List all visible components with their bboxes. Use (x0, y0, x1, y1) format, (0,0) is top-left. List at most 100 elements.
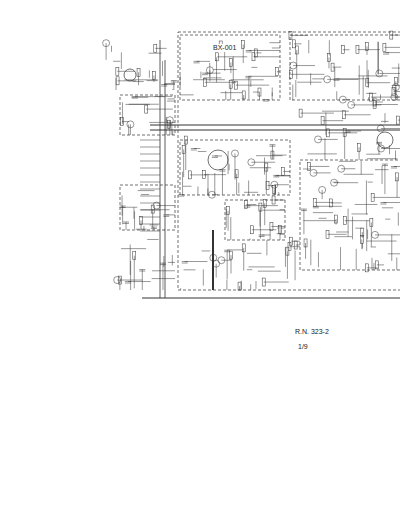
wire (141, 194, 149, 195)
wire (256, 52, 261, 53)
wire (134, 256, 135, 289)
transistor-symbol (231, 150, 238, 157)
wire (301, 113, 334, 114)
resistor-symbol (259, 203, 262, 211)
wire (274, 184, 289, 185)
capacitor-plate (224, 251, 230, 252)
wire (230, 62, 231, 73)
wire (384, 113, 385, 123)
wire (141, 209, 170, 210)
wire (290, 35, 307, 36)
capacitor-plate (160, 264, 166, 265)
wire (391, 234, 392, 261)
wire (315, 202, 333, 203)
wire (182, 172, 183, 195)
capacitor-plate (120, 207, 126, 208)
wire (111, 46, 112, 52)
wire (140, 231, 160, 232)
capacitor-plate (219, 171, 225, 172)
capacitor-plate (269, 144, 275, 145)
transistor-symbol (206, 67, 213, 74)
transistor-symbol (324, 76, 331, 83)
wire (121, 248, 146, 249)
transistor-symbol (319, 186, 326, 193)
resistor-symbol (242, 91, 245, 99)
wire (316, 206, 342, 207)
wire (249, 50, 280, 51)
wire (204, 174, 226, 175)
resistor-symbol (365, 42, 368, 50)
resistor-symbol (327, 129, 330, 137)
wire (264, 203, 265, 225)
transistor-symbol (338, 165, 345, 172)
capacitor-plate (263, 101, 269, 102)
wire (257, 194, 258, 195)
wire (183, 186, 191, 187)
capacitor-plate (244, 205, 250, 206)
resistor-symbol (396, 173, 399, 181)
wire (251, 67, 257, 68)
resistor-symbol (272, 196, 275, 204)
wire (243, 248, 244, 271)
wire (382, 166, 383, 184)
wire (250, 284, 251, 290)
wire (118, 80, 136, 81)
wire (377, 264, 384, 265)
wire (122, 102, 123, 124)
wire (322, 190, 323, 199)
resistor-symbol (373, 98, 376, 106)
wire (142, 270, 143, 290)
wire (296, 245, 300, 246)
wire (152, 278, 175, 279)
wire (272, 92, 273, 100)
capacitor-plate (182, 261, 188, 262)
wire (278, 192, 279, 195)
capacitor-plate (301, 209, 307, 210)
transistor-symbol (372, 231, 379, 238)
resistor-symbol (370, 93, 373, 101)
wire (164, 229, 165, 231)
resistor-symbol (343, 111, 346, 119)
capacitor-plate (246, 51, 252, 52)
wire (229, 164, 230, 170)
resistor-symbol (288, 243, 291, 251)
wire (363, 76, 364, 100)
wire (149, 70, 150, 77)
resistor-symbol (383, 43, 386, 51)
wire (393, 91, 400, 92)
wire (264, 282, 289, 283)
resistor-symbol (182, 145, 185, 153)
resistor-symbol (116, 77, 119, 85)
resistor-symbol (326, 230, 329, 238)
resistor-symbol (329, 199, 332, 207)
wire (359, 65, 360, 94)
ground-bus (142, 298, 400, 299)
wire (140, 168, 160, 169)
wire (164, 83, 175, 84)
resistor-symbol (266, 182, 269, 190)
resistor-symbol (265, 163, 268, 171)
transistor-symbol (114, 277, 121, 284)
capacitor-plate (380, 202, 386, 203)
sub-unit-outline (300, 160, 400, 270)
wire (140, 161, 160, 162)
resistor-symbol (116, 67, 119, 75)
wire (272, 155, 286, 156)
rotary-switch (208, 150, 228, 170)
capacitor-plate (194, 61, 200, 62)
resistor-symbol (154, 44, 157, 52)
wire (113, 61, 120, 62)
wire (220, 92, 242, 93)
wire (348, 209, 349, 237)
wire (247, 269, 252, 270)
resistor-symbol (371, 193, 374, 201)
wire (341, 168, 355, 169)
capacitor-plate (259, 234, 265, 235)
capacitor-plate (139, 271, 145, 272)
wire (236, 174, 237, 195)
transistor-symbol (103, 40, 110, 47)
wire (328, 57, 329, 68)
wire (308, 40, 309, 53)
resistor-symbol (238, 282, 241, 290)
wire (312, 78, 324, 79)
